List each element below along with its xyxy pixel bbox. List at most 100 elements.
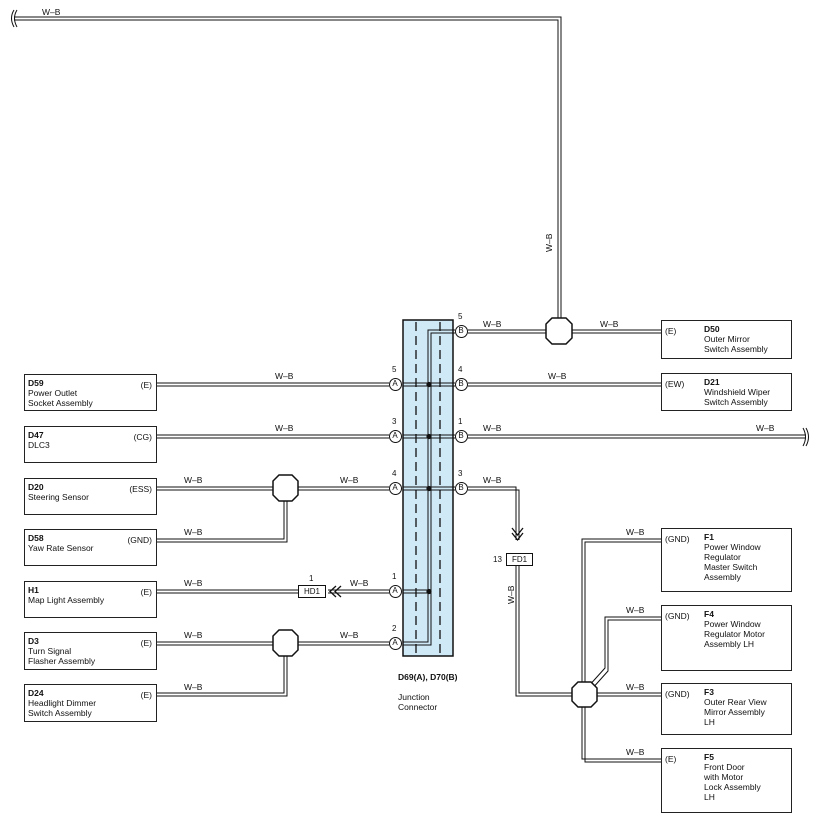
component-d3[interactable]: D3 Turn Signal Flasher Assembly (E) — [24, 632, 157, 670]
component-desc: DLC3 — [28, 440, 50, 450]
wire-label: W–B — [275, 423, 294, 433]
terminal-a1[interactable]: A — [388, 584, 402, 598]
wire-label: W–B — [483, 423, 502, 433]
component-desc: Outer Mirror Switch Assembly — [704, 334, 768, 354]
terminal-number: 4 — [458, 365, 463, 374]
terminal-letter: B — [458, 325, 464, 335]
terminal-number: 1 — [458, 417, 463, 426]
component-pin: (ESS) — [129, 484, 152, 494]
wire-label-vertical: W–B — [544, 233, 554, 252]
component-code: D24 — [28, 688, 44, 698]
splice-octagons — [272, 317, 598, 708]
terminal-letter: A — [392, 637, 398, 647]
component-d50[interactable]: (E) D50 Outer Mirror Switch Assembly — [661, 320, 792, 359]
inline-connector-fd1[interactable]: FD1 — [506, 553, 533, 566]
junction-desc: Junction Connector — [398, 692, 438, 712]
component-pin: (E) — [140, 380, 152, 390]
component-pin: (E) — [140, 587, 152, 597]
terminal-letter: B — [458, 378, 464, 388]
component-pin: (E) — [665, 326, 677, 336]
terminal-b5[interactable]: B — [454, 324, 468, 338]
component-desc: Outer Rear View Mirror Assembly LH — [704, 697, 767, 727]
component-pin: (E) — [665, 754, 677, 764]
connector-label: FD1 — [511, 555, 528, 564]
terminal-number: 3 — [392, 417, 397, 426]
terminal-a2[interactable]: A — [388, 636, 402, 650]
component-d24[interactable]: D24 Headlight Dimmer Switch Assembly (E) — [24, 684, 157, 722]
terminal-b4[interactable]: B — [454, 377, 468, 391]
component-desc: Windshield Wiper Switch Assembly — [704, 387, 771, 407]
component-d59[interactable]: D59 Power Outlet Socket Assembly (E) — [24, 374, 157, 411]
terminal-letter: A — [392, 482, 398, 492]
component-pin: (GND) — [665, 611, 690, 621]
component-code: F4 — [704, 609, 714, 619]
terminal-number: 1 — [392, 572, 397, 581]
component-code: D21 — [704, 377, 720, 387]
wire-label: W–B — [184, 682, 203, 692]
component-d20[interactable]: D20 Steering Sensor (ESS) — [24, 478, 157, 515]
component-desc: Turn Signal Flasher Assembly — [28, 646, 96, 666]
terminal-number: 4 — [392, 469, 397, 478]
terminal-number: 5 — [458, 312, 463, 321]
terminal-a3[interactable]: A — [388, 429, 402, 443]
wire-label: W–B — [340, 630, 359, 640]
wire-label: W–B — [626, 527, 645, 537]
component-f1[interactable]: (GND) F1 Power Window Regulator Master S… — [661, 528, 792, 592]
wire-label: W–B — [275, 371, 294, 381]
component-h1[interactable]: H1 Map Light Assembly (E) — [24, 581, 157, 618]
wire-label: W–B — [548, 371, 567, 381]
terminal-b1[interactable]: B — [454, 429, 468, 443]
component-f5[interactable]: (E) F5 Front Door with Motor Lock Assemb… — [661, 748, 792, 813]
wire-break-right — [802, 427, 809, 447]
component-f3[interactable]: (GND) F3 Outer Rear View Mirror Assembly… — [661, 683, 792, 735]
component-desc: Yaw Rate Sensor — [28, 543, 94, 553]
terminal-letter: B — [458, 482, 464, 492]
terminal-letter: B — [458, 430, 464, 440]
component-desc: Power Outlet Socket Assembly — [28, 388, 93, 408]
terminal-number: 3 — [458, 469, 463, 478]
component-desc: Steering Sensor — [28, 492, 89, 502]
component-code: D59 — [28, 378, 44, 388]
component-pin: (GND) — [665, 689, 690, 699]
wire-label: W–B — [184, 578, 203, 588]
wire-label: W–B — [483, 475, 502, 485]
junction-connector-label: D69(A), D70(B) Junction Connector — [398, 662, 458, 712]
component-code: F5 — [704, 752, 714, 762]
inline-connector-hd1[interactable]: HD1 — [298, 585, 326, 598]
component-d21[interactable]: (EW) D21 Windshield Wiper Switch Assembl… — [661, 373, 792, 411]
component-desc: Map Light Assembly — [28, 595, 105, 605]
component-code: H1 — [28, 585, 39, 595]
junction-splice-dots — [426, 381, 432, 595]
component-desc: Power Window Regulator Master Switch Ass… — [704, 542, 761, 582]
hd1-arrow — [329, 585, 342, 598]
component-pin: (GND) — [127, 535, 152, 545]
connector-pin-number: 1 — [309, 574, 314, 583]
component-d58[interactable]: D58 Yaw Rate Sensor (GND) — [24, 529, 157, 566]
component-desc: Front Door with Motor Lock Assembly LH — [704, 762, 761, 802]
component-d47[interactable]: D47 DLC3 (CG) — [24, 426, 157, 463]
component-pin: (EW) — [665, 379, 685, 389]
component-code: D50 — [704, 324, 720, 334]
component-code: D58 — [28, 533, 44, 543]
wire-label: W–B — [600, 319, 619, 329]
terminal-b3[interactable]: B — [454, 481, 468, 495]
component-pin: (E) — [140, 638, 152, 648]
wire-label: W–B — [626, 605, 645, 615]
wire-label-vertical: W–B — [506, 585, 516, 604]
terminal-a5[interactable]: A — [388, 377, 402, 391]
component-code: D47 — [28, 430, 44, 440]
component-code: D3 — [28, 636, 39, 646]
wire-label: W–B — [483, 319, 502, 329]
wire-label: W–B — [756, 423, 775, 433]
terminal-a4[interactable]: A — [388, 481, 402, 495]
terminal-letter: A — [392, 378, 398, 388]
terminal-number: 5 — [392, 365, 397, 374]
terminal-number: 2 — [392, 624, 397, 633]
component-pin: (GND) — [665, 534, 690, 544]
component-desc: Power Window Regulator Motor Assembly LH — [704, 619, 765, 649]
terminal-letter: A — [392, 585, 398, 595]
wire-label: W–B — [626, 682, 645, 692]
component-f4[interactable]: (GND) F4 Power Window Regulator Motor As… — [661, 605, 792, 671]
component-code: F1 — [704, 532, 714, 542]
